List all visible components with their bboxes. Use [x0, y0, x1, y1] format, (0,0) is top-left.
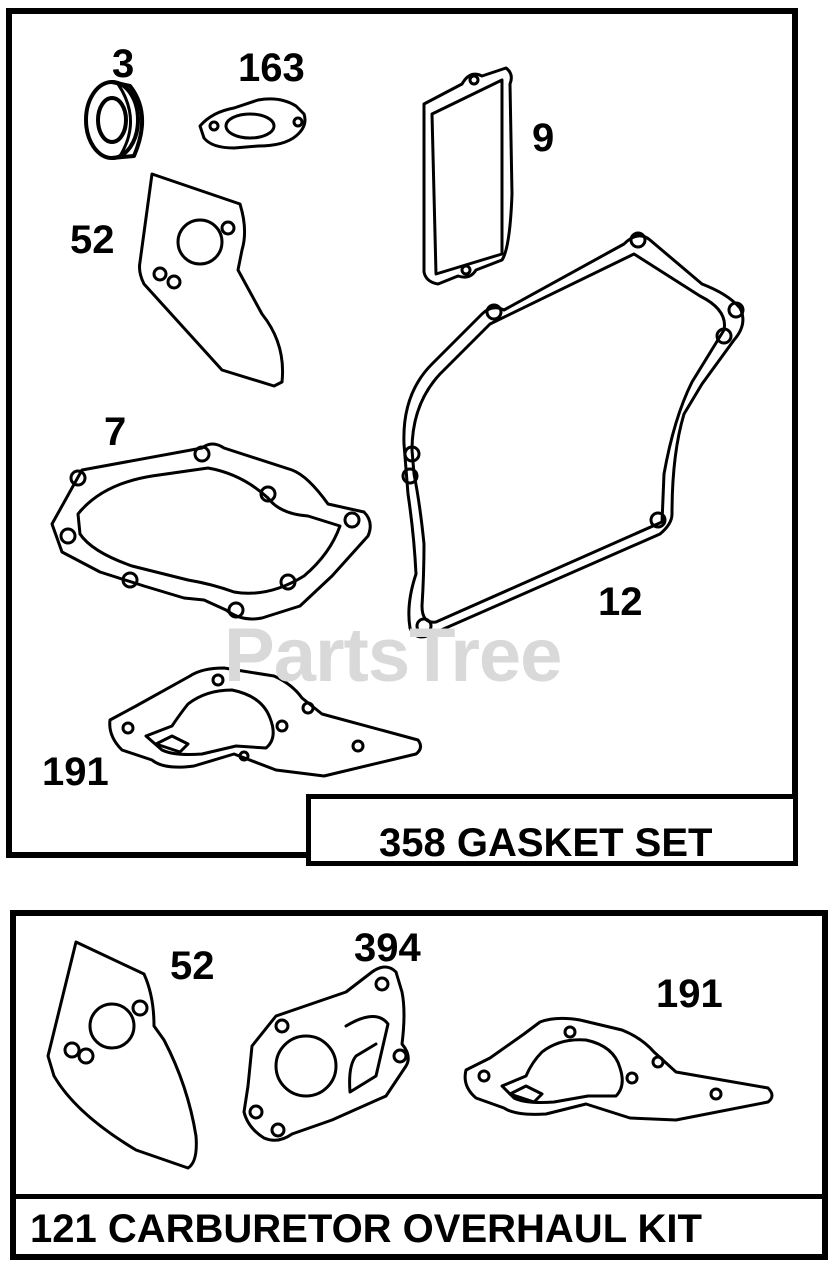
part-9-gasket[interactable] [422, 66, 514, 286]
kit-callout-394: 394 [354, 926, 421, 970]
part-3-oil-seal[interactable] [84, 80, 145, 160]
kit-part-52-insulator[interactable] [46, 940, 198, 1170]
kit-part-394-gasket[interactable] [242, 965, 410, 1142]
callout-52: 52 [70, 218, 115, 262]
carburetor-kit-label: 121 CARBURETOR OVERHAUL KIT [16, 1194, 822, 1254]
part-52-insulator[interactable] [138, 172, 285, 388]
gasket-set-drawing [50, 66, 745, 778]
part-12-crankcase-gasket[interactable] [401, 231, 745, 639]
part-191-intake-gasket[interactable] [108, 666, 423, 778]
watermark: PartsTree [224, 613, 562, 698]
callout-12: 12 [598, 580, 643, 624]
carburetor-kit-drawing [46, 940, 774, 1170]
callout-191: 191 [42, 750, 109, 794]
gasket-set-panel: PartsTree 3 163 9 52 7 12 191 358 GASKET… [6, 8, 798, 866]
callout-163: 163 [238, 46, 305, 90]
kit-callout-52: 52 [170, 944, 215, 988]
gasket-set-label: 358 GASKET SET [306, 794, 798, 866]
kit-part-191-intake-gasket[interactable] [463, 1016, 774, 1122]
callout-9: 9 [532, 116, 555, 160]
callout-7: 7 [104, 410, 127, 454]
callout-3: 3 [112, 42, 135, 86]
part-163-gasket[interactable] [198, 97, 307, 150]
kit-callout-191: 191 [656, 972, 723, 1016]
part-7-cylinder-head-gasket[interactable] [50, 442, 372, 621]
carburetor-kit-panel: 52 394 191 121 CARBURETOR OVERHAUL KIT [10, 910, 828, 1260]
